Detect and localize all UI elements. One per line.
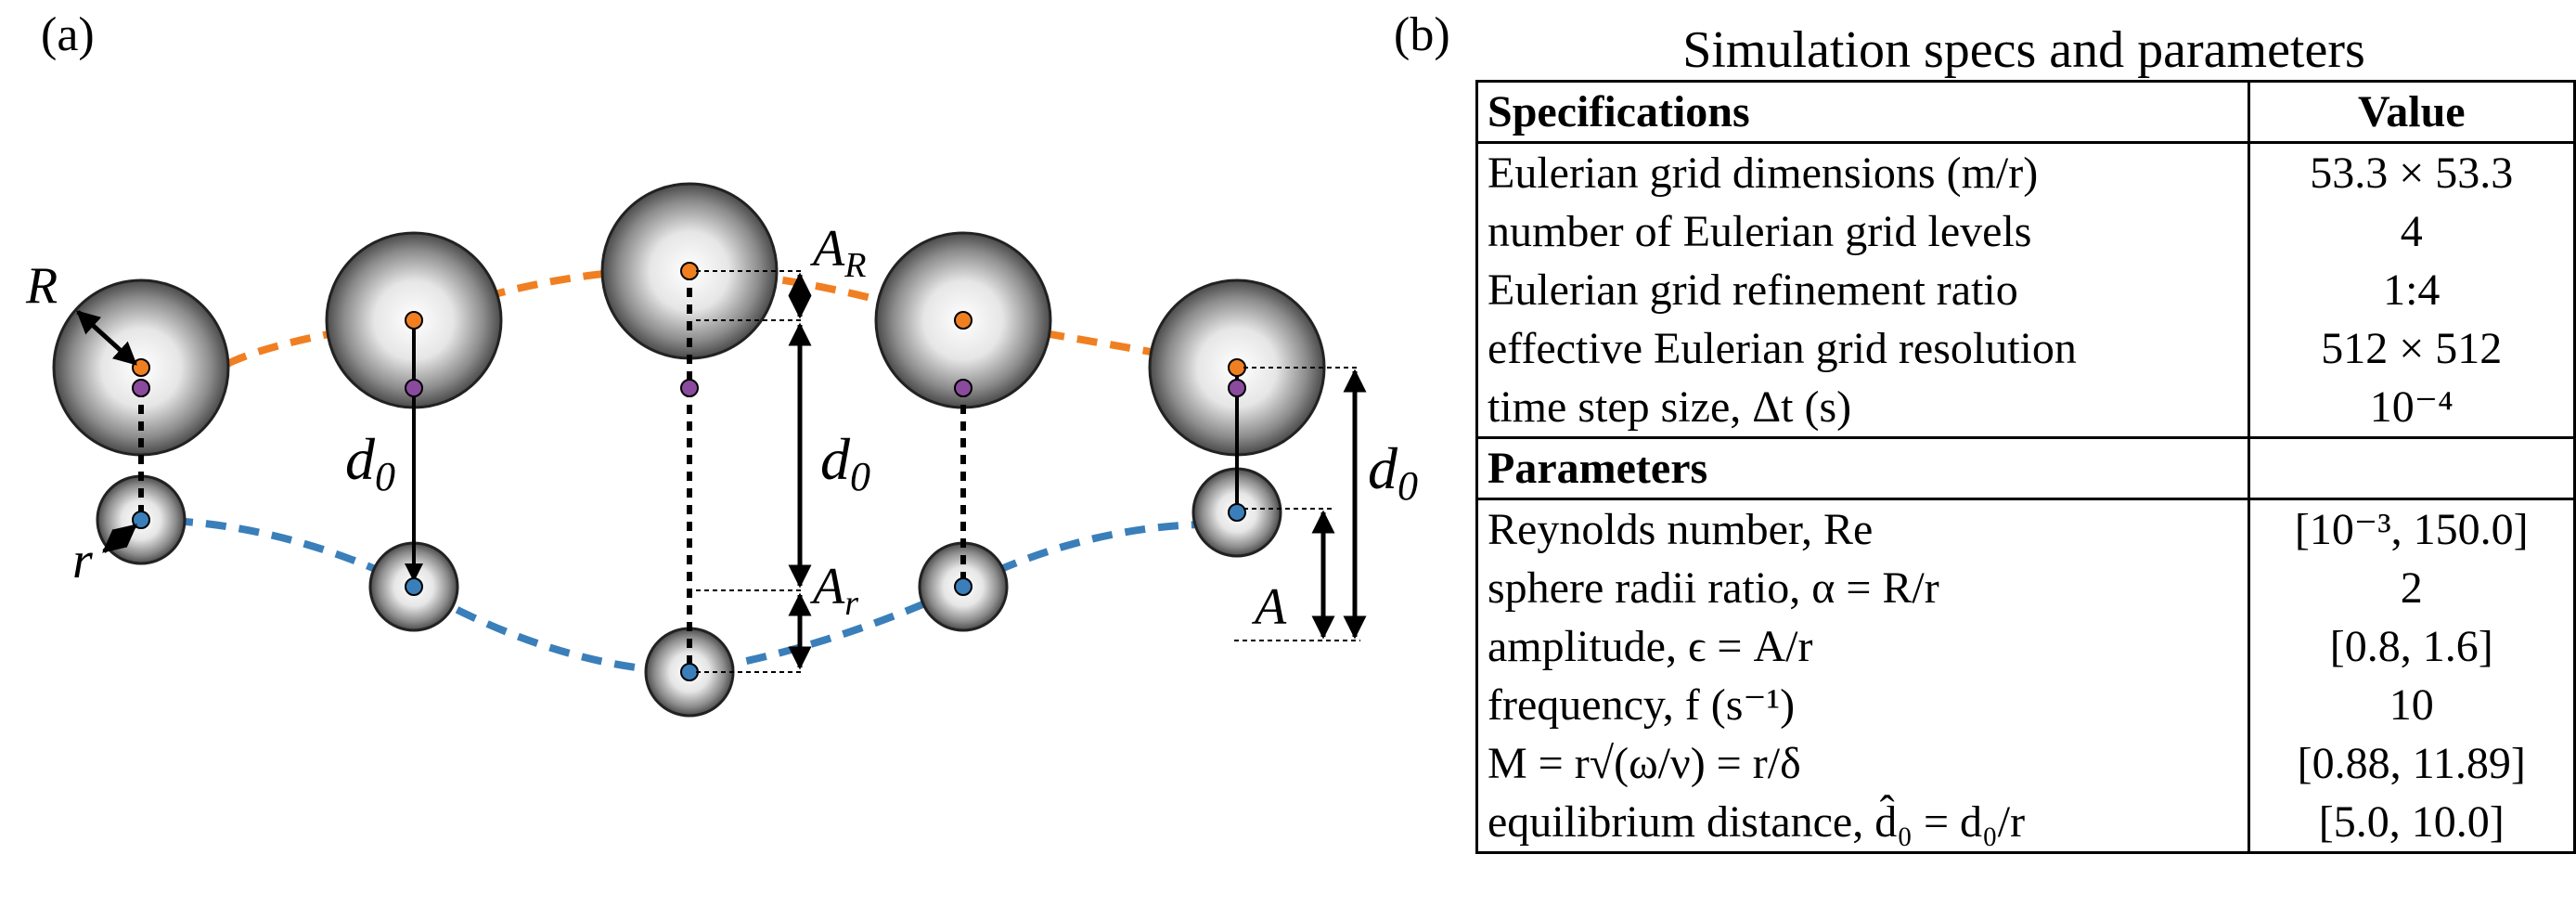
panel-label-a: (a): [41, 8, 95, 61]
params-header-empty: [2247, 436, 2576, 500]
spec-name: number of Eulerian grid levels: [1475, 202, 2250, 261]
value-header: Value: [2247, 80, 2576, 144]
spec-name: effective Eulerian grid resolution: [1475, 319, 2250, 378]
purple-marker-5: [1228, 379, 1246, 397]
table-row: sphere radii ratio, α = R/r 2: [1475, 559, 2576, 617]
spec-value: 512 × 512: [2247, 319, 2576, 378]
purple-marker-3: [680, 379, 699, 397]
purple-marker-2: [405, 379, 423, 397]
param-name: equilibrium distance, d̂₀ = d₀/r: [1475, 793, 2250, 854]
A_R-label: AR: [809, 220, 866, 285]
spec-value: 1:4: [2247, 261, 2576, 319]
d0-label-left: d0: [345, 426, 395, 499]
param-name: frequency, f (s⁻¹): [1475, 676, 2250, 734]
r-arrow: [102, 524, 137, 553]
A-label: A: [1251, 578, 1287, 636]
param-value: [0.88, 11.89]: [2247, 734, 2576, 793]
spec-value: 53.3 × 53.3: [2247, 142, 2576, 202]
table-row: Reynolds number, Re [10⁻³, 150.0]: [1475, 498, 2576, 559]
R-arrow: [76, 310, 137, 366]
specs-header: Specifications: [1475, 80, 2250, 144]
panel-label-b: (b): [1394, 8, 1450, 61]
table-row: Eulerian grid dimensions (m/r) 53.3 × 53…: [1475, 142, 2576, 202]
param-name: amplitude, ϵ = A/r: [1475, 617, 2250, 676]
large-center-2: [405, 311, 423, 330]
small-center-4: [954, 577, 972, 596]
params-header-row: Parameters: [1475, 436, 2576, 500]
A_r-label: Ar: [809, 558, 858, 623]
large-center-4: [954, 311, 972, 330]
table-row: M = r√(ω/ν) = r/δ [0.88, 11.89]: [1475, 734, 2576, 793]
small-center-5: [1228, 503, 1246, 522]
small-center-2: [405, 577, 423, 596]
simulation-parameters-table: Specifications Value Eulerian grid dimen…: [1475, 80, 2576, 854]
table-title: Simulation specs and parameters: [1682, 21, 2365, 79]
table-row: time step size, Δt (s) 10⁻⁴: [1475, 378, 2576, 438]
param-name: Reynolds number, Re: [1475, 498, 2250, 559]
large-center-3: [680, 262, 699, 280]
large-center-5: [1228, 358, 1246, 377]
table-row: Eulerian grid refinement ratio 1:4: [1475, 261, 2576, 319]
spec-name: Eulerian grid refinement ratio: [1475, 261, 2250, 319]
spec-value: 4: [2247, 202, 2576, 261]
specs-header-row: Specifications Value: [1475, 80, 2576, 144]
d0-label-mid: d0: [820, 426, 870, 499]
table-row: equilibrium distance, d̂₀ = d₀/r [5.0, 1…: [1475, 793, 2576, 854]
purple-marker-4: [954, 379, 972, 397]
small-center-3: [680, 663, 699, 681]
param-value: 2: [2247, 559, 2576, 617]
param-value: 10: [2247, 676, 2576, 734]
table-row: amplitude, ϵ = A/r [0.8, 1.6]: [1475, 617, 2576, 676]
param-value: [10⁻³, 150.0]: [2247, 498, 2576, 559]
spec-name: Eulerian grid dimensions (m/r): [1475, 142, 2250, 202]
d0-label-right: d0: [1368, 435, 1418, 509]
params-header: Parameters: [1475, 436, 2250, 500]
param-name: sphere radii ratio, α = R/r: [1475, 559, 2250, 617]
purple-marker-1: [132, 379, 150, 397]
r-label: r: [72, 532, 93, 589]
table-row: number of Eulerian grid levels 4: [1475, 202, 2576, 261]
param-value: [5.0, 10.0]: [2247, 793, 2576, 854]
spec-value: 10⁻⁴: [2247, 378, 2576, 438]
spec-name: time step size, Δt (s): [1475, 378, 2250, 438]
param-name: M = r√(ω/ν) = r/δ: [1475, 734, 2250, 793]
table-row: effective Eulerian grid resolution 512 ×…: [1475, 319, 2576, 378]
R-label: R: [25, 257, 58, 315]
sphere-oscillation-diagram: R r d0 AR d0 Ar A d0: [25, 182, 1418, 718]
param-value: [0.8, 1.6]: [2247, 617, 2576, 676]
table-row: frequency, f (s⁻¹) 10: [1475, 676, 2576, 734]
